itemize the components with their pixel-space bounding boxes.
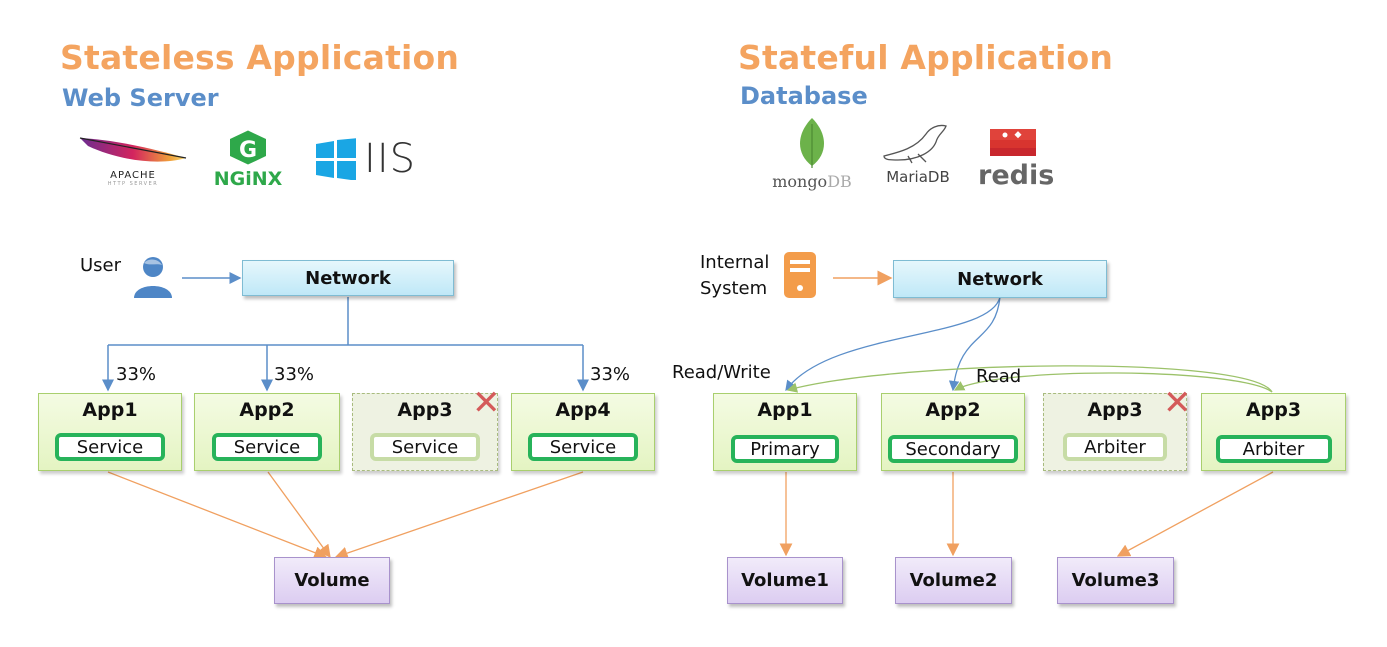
stateful-app1-primary: App1 Primary <box>713 393 857 471</box>
stateless-app2: App2 Service <box>194 393 340 471</box>
apache-feather-icon <box>79 137 187 162</box>
server-icon <box>784 252 816 298</box>
stateful-subtitle: Database <box>740 82 868 110</box>
network-to-primary-arrow <box>785 296 1001 392</box>
nginx-hex-icon: G <box>230 130 266 165</box>
service-box: Service <box>528 433 638 461</box>
stateful-app3-arbiter-failed: App3 Arbiter <box>1043 393 1187 471</box>
stateless-subtitle: Web Server <box>62 84 219 112</box>
user-icon <box>134 257 172 298</box>
mariadb-seal-icon <box>883 124 947 164</box>
app1-to-volume <box>107 471 328 559</box>
app-name: App3 <box>397 399 453 421</box>
app-name: App3 <box>1087 399 1143 421</box>
app-name: App2 <box>925 399 981 421</box>
stateless-title: Stateless Application <box>60 38 460 77</box>
app1-traffic-label: 33% <box>116 364 157 385</box>
windows-icon <box>316 138 357 180</box>
user-label: User <box>80 255 122 276</box>
stateful-network-box: Network <box>893 260 1107 298</box>
failure-x-icon: ✕ <box>1163 383 1192 423</box>
app-name: App4 <box>555 399 611 421</box>
app-name: App2 <box>239 399 295 421</box>
stateless-app3-failed: App3 Service <box>352 393 498 471</box>
network-to-secondary-arrow <box>948 296 1001 392</box>
app-name: App1 <box>82 399 138 421</box>
iis-logo: IIS <box>316 136 416 182</box>
app2-traffic-label: 33% <box>274 364 315 385</box>
nginx-logo: G NGiNX <box>208 128 288 190</box>
redis-logo: redis <box>978 126 1054 191</box>
read-label: Read <box>976 366 1022 387</box>
role-box: Arbiter <box>1063 433 1167 461</box>
stateless-volume: Volume <box>274 557 390 604</box>
mariadb-logo: MariaDB <box>878 122 958 188</box>
volume3: Volume3 <box>1057 557 1174 604</box>
stateless-network-box: Network <box>242 260 454 296</box>
volume1: Volume1 <box>727 557 843 604</box>
arbiter-to-volume3 <box>1116 471 1274 557</box>
role-box: Primary <box>731 435 839 463</box>
arbiter-to-primary-arrow <box>786 365 1273 393</box>
svg-text:G: G <box>239 138 257 163</box>
stateless-app4: App4 Service <box>511 393 655 471</box>
app4-to-volume <box>334 471 584 560</box>
volume2: Volume2 <box>895 557 1012 604</box>
service-box: Service <box>55 433 165 461</box>
mongodb-leaf-icon <box>800 118 824 168</box>
app4-traffic-label: 33% <box>590 364 631 385</box>
stateful-app3-arbiter: App3 Arbiter <box>1201 393 1346 471</box>
role-box: Secondary <box>888 435 1018 463</box>
app-name: App3 <box>1245 399 1302 421</box>
mongodb-logo: mongoDB <box>766 116 858 191</box>
apache-logo: APACHE HTTP SERVER <box>78 132 188 192</box>
redis-stack-icon <box>990 129 1036 156</box>
app-name: App1 <box>757 399 813 421</box>
failure-x-icon: ✕ <box>472 383 501 423</box>
read-write-label: Read/Write <box>672 362 771 383</box>
app2-to-volume <box>267 471 331 559</box>
arbiter-to-secondary-arrow <box>953 372 1273 393</box>
internal-system-label: Internal System <box>700 252 770 299</box>
service-box: Service <box>370 433 480 461</box>
role-box: Arbiter <box>1215 435 1332 463</box>
stateful-app2-secondary: App2 Secondary <box>881 393 1025 471</box>
service-box: Service <box>212 433 322 461</box>
stateless-app1: App1 Service <box>38 393 182 471</box>
stateful-title: Stateful Application <box>738 38 1114 77</box>
